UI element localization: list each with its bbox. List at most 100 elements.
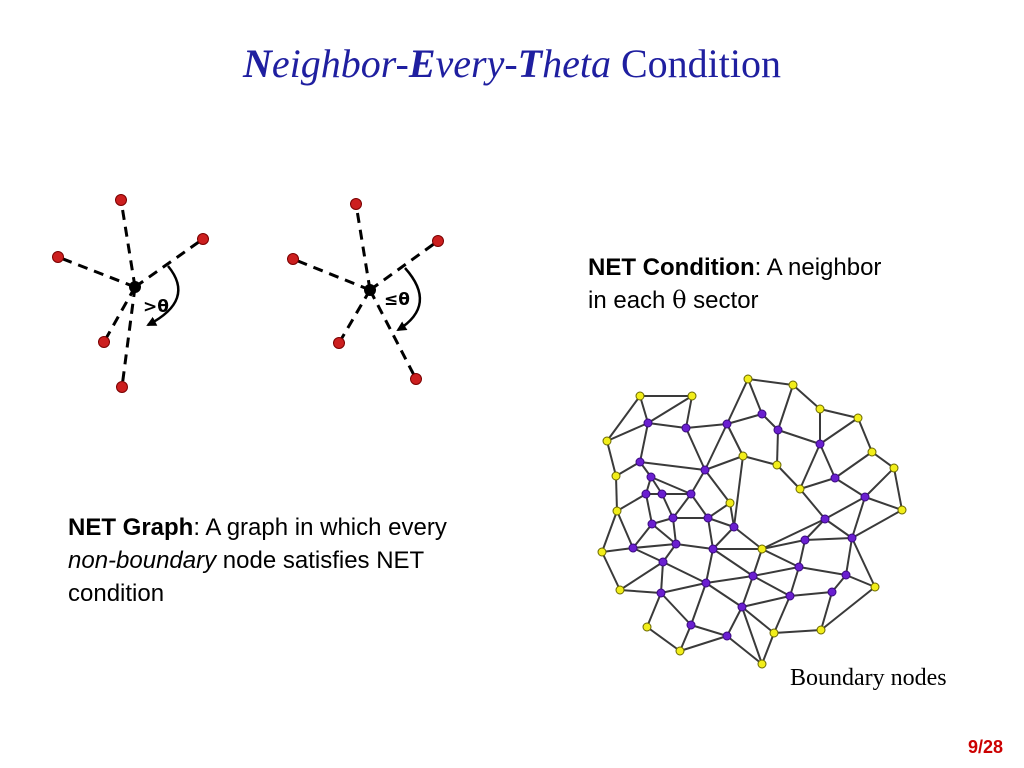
graph-edge [761,548,800,568]
graph-edge [660,561,664,594]
graph-edge [776,464,801,490]
interior-node [794,562,804,572]
network-edges [601,378,903,665]
graph-edge [819,417,859,445]
interior-node [657,489,667,499]
graph-edge [632,547,664,563]
graph-edge [864,467,895,498]
graph-edge [845,537,853,576]
interior-node [773,425,783,435]
graph-edge [651,523,677,545]
interior-node [737,602,747,612]
graph-edge [639,422,649,463]
graph-edge [704,469,731,504]
graph-edge [733,455,744,528]
graph-edge [606,395,641,442]
graph-edge [672,493,692,519]
graph-edge [752,566,800,577]
boundary-node [867,447,877,457]
boundary-node [815,404,825,414]
graph-edge [647,395,693,424]
graph-edge [601,547,634,553]
graph-edge [777,429,821,445]
graph-edge [601,510,618,553]
interior-node [847,533,857,543]
graph-edge [726,635,763,665]
graph-edge [726,423,744,457]
graph-edge [776,429,779,466]
graph-edge [705,575,754,584]
boundary-node [757,659,767,669]
interior-node [820,514,830,524]
network-graph [597,374,907,669]
graph-edge [660,582,707,594]
interior-node [708,544,718,554]
interior-node [643,418,653,428]
boundary-nodes-caption: Boundary nodes [790,665,947,691]
interior-node [800,535,810,545]
graph-edge [733,526,763,550]
graph-edge [632,523,653,549]
boundary-node [725,498,735,508]
interior-node [647,519,657,529]
graph-edge [646,592,662,628]
graph-edge [824,518,853,539]
graph-edge [819,443,836,479]
graph-edge [798,566,847,576]
interior-node [827,587,837,597]
interior-node [671,539,681,549]
interior-node [686,620,696,630]
graph-edge [789,566,800,597]
graph-edge [761,539,806,550]
graph-edge [726,413,763,425]
graph-edge [799,443,821,490]
angle-label-left: >θ [143,297,169,317]
graph-edge [685,427,706,471]
interior-node [658,557,668,567]
graph-edge [820,591,833,631]
boundary-node [769,628,779,638]
graph-edge [773,595,791,634]
interior-node [729,522,739,532]
graph-edge [639,461,706,471]
graph-edge [799,477,836,490]
graph-edge [798,539,806,568]
interior-node [830,473,840,483]
boundary-node [870,582,880,592]
graph-edge [606,440,617,477]
page-number: 9/28 [968,737,1004,757]
graph-edge [851,537,876,588]
boundary-node [743,374,753,384]
graph-edge [726,378,749,425]
graph-edge [616,493,647,512]
graph-edge [650,476,692,495]
interior-node [757,409,767,419]
graph-edge [619,589,662,594]
graph-edge [857,417,873,453]
graph-edge [705,582,743,608]
interior-node [722,419,732,429]
graph-edge [705,548,714,584]
graph-edge [792,384,821,410]
boundary-node [897,505,907,515]
boundary-node [635,391,645,401]
graph-edge [704,423,728,471]
angle-arc-right [396,267,421,332]
graph-edge [851,509,903,539]
interior-node [722,631,732,641]
graph-edge [632,543,677,549]
graph-edge [660,592,692,626]
graph-edge [789,591,833,597]
graph-edge [690,624,728,637]
interior-node [681,423,691,433]
interior-node [748,571,758,581]
boundary-node [853,413,863,423]
graph-edge [639,395,649,424]
graph-edge [647,422,687,429]
star-diagram-left: >θ [52,194,209,393]
graph-edge [615,461,641,477]
graph-edge [616,510,634,549]
graph-edge [685,423,728,429]
graph-edge [712,548,754,577]
interior-node [703,513,713,523]
